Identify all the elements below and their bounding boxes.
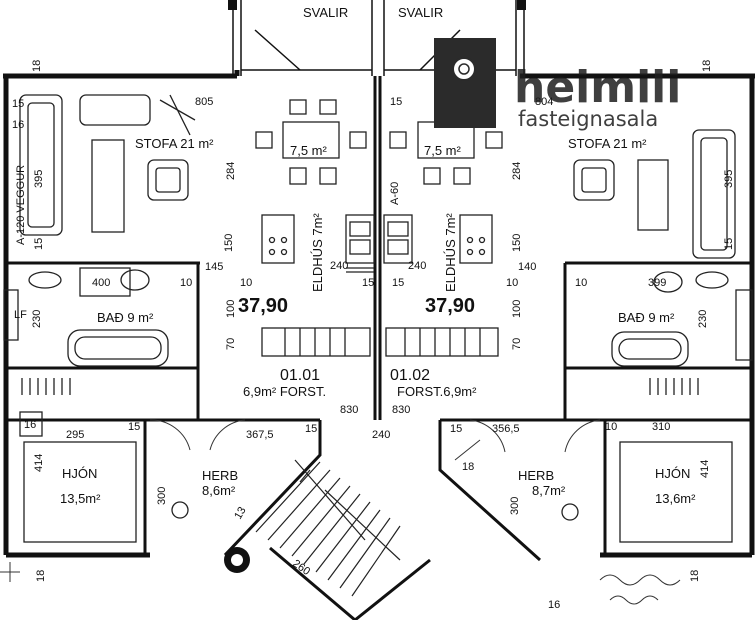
left-wall-note: A-120 VEGGUR: [15, 165, 27, 245]
right-hall-label: FORST.6,9m²: [397, 384, 477, 399]
dim-260: 260: [290, 558, 312, 578]
left-bedroom-label: HJÓN: [62, 466, 97, 481]
stair-column-inner: [231, 554, 243, 566]
dim-18-bl: 18: [35, 570, 47, 582]
right-room-area: 8,7m²: [532, 483, 566, 498]
dim-150-r: 150: [511, 234, 523, 252]
dim-15-bm: 15: [305, 423, 317, 435]
dim-15-ml: 15: [33, 238, 45, 250]
dim-16-br: 16: [548, 599, 560, 611]
dim-15-c: 15: [362, 277, 374, 289]
right-living-label: STOFA 21 m²: [568, 136, 647, 151]
dim-15-bl: 15: [128, 421, 140, 433]
dim-804: 804: [535, 96, 553, 108]
dim-18-stair: 18: [462, 461, 474, 473]
right-wall-note: A-60: [389, 182, 401, 205]
staircase: [255, 459, 401, 597]
interior-walls: [6, 76, 752, 620]
logo-badge: [434, 38, 496, 128]
dim-13: 13: [232, 505, 249, 522]
dim-240-b: 240: [372, 429, 390, 441]
left-bath-label: BAÐ 9 m²: [97, 310, 154, 325]
logo-tagline: fasteignasala: [518, 107, 658, 131]
dim-300-r: 300: [509, 497, 521, 515]
dim-70-r: 70: [511, 338, 523, 350]
dim-240-l: 240: [330, 260, 348, 272]
logo-name: heimili: [514, 62, 681, 113]
dim-100-l: 100: [225, 300, 237, 318]
left-unit-number: 01.01: [280, 367, 320, 384]
dim-100-r: 100: [511, 300, 523, 318]
dim-18-top-r: 18: [701, 60, 713, 72]
dim-240-r: 240: [408, 260, 426, 272]
right-bedroom-area: 13,6m²: [655, 491, 696, 506]
dim-399: 399: [648, 277, 666, 289]
left-dining-label: 7,5 m²: [290, 143, 328, 158]
door-swings: [149, 419, 601, 461]
left-bedroom-area: 13,5m²: [60, 491, 101, 506]
dim-295: 295: [66, 429, 84, 441]
dim-400: 400: [92, 277, 110, 289]
right-kitchen-label: ELDHÚS 7m²: [443, 213, 458, 292]
dim-3675: 367,5: [246, 429, 274, 441]
balcony-label-right: SVALIR: [398, 5, 443, 20]
balcony: [232, 0, 525, 76]
balcony-label-left: SVALIR: [303, 5, 348, 20]
dim-15-tl: 15: [12, 98, 24, 110]
dim-18-br: 18: [689, 570, 701, 582]
right-unit-area: 37,90: [425, 295, 475, 317]
left-unit-area: 37,90: [238, 295, 288, 317]
dim-10-d: 10: [575, 277, 587, 289]
left-living-label: STOFA 21 m²: [135, 136, 214, 151]
dim-310: 310: [652, 421, 670, 433]
dim-10-b2: 10: [605, 421, 617, 433]
dim-140: 140: [518, 261, 536, 273]
dim-10-c: 10: [506, 277, 518, 289]
dim-805: 805: [195, 96, 213, 108]
right-dining-label: 7,5 m²: [424, 143, 462, 158]
dim-395-r: 395: [723, 170, 735, 188]
dim-16-tl: 16: [12, 119, 24, 131]
dim-3565: 356,5: [492, 423, 520, 435]
right-bath-label: BAÐ 9 m²: [618, 310, 675, 325]
left-room-label: HERB: [202, 468, 238, 483]
left-hall-label: 6,9m² FORST.: [243, 384, 326, 399]
dim-16-b: 16: [24, 419, 36, 431]
heimili-logo: heimili fasteignasala: [434, 38, 681, 131]
dim-414-r: 414: [699, 460, 711, 478]
dim-230-l: 230: [31, 310, 43, 328]
dim-15-mr: 15: [723, 238, 735, 250]
dim-830-l: 830: [340, 404, 358, 416]
dim-15-d: 15: [392, 277, 404, 289]
dim-145: 145: [205, 261, 223, 273]
balcony-post-right: [517, 0, 526, 10]
furniture-left: [3, 94, 375, 543]
dimensions: 805 15 16 15 804 18 18 395 395 284 284 1…: [12, 60, 735, 611]
landscaping: [0, 562, 681, 605]
dim-150-l: 150: [223, 234, 235, 252]
dim-395-l: 395: [33, 170, 45, 188]
dim-230-r: 230: [697, 310, 709, 328]
dim-284-r: 284: [511, 162, 523, 180]
left-laundry-label: LF: [14, 309, 27, 321]
dim-830-r: 830: [392, 404, 410, 416]
dim-284-l: 284: [225, 162, 237, 180]
balcony-post-left: [228, 0, 237, 10]
dim-10-a: 10: [180, 277, 192, 289]
right-room-label: HERB: [518, 468, 554, 483]
dim-18-top-l: 18: [31, 60, 43, 72]
dim-414-l: 414: [33, 454, 45, 472]
left-room-area: 8,6m²: [202, 483, 236, 498]
right-bedroom-label: HJÓN: [655, 466, 690, 481]
dim-70-l: 70: [225, 338, 237, 350]
dim-15-tm: 15: [390, 96, 402, 108]
dim-10-b: 10: [240, 277, 252, 289]
furniture-right: [383, 121, 753, 543]
dim-15-bn: 15: [450, 423, 462, 435]
dim-300-l: 300: [156, 487, 168, 505]
right-unit-number: 01.02: [390, 367, 430, 384]
left-kitchen-label: ELDHÚS 7m²: [310, 213, 325, 292]
